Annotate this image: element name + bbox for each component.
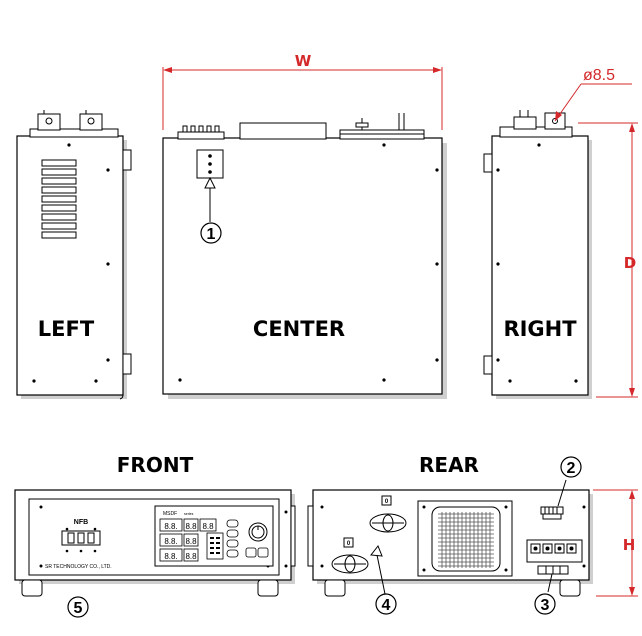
svg-text:5: 5 [74,600,83,617]
callout-3: 3 [534,593,556,615]
left-label: LEFT [38,317,95,341]
terminal-block [526,539,583,593]
signal-connector [540,479,567,520]
svg-text:8.8: 8.8 [185,522,197,531]
depth-dimension: D [578,122,638,398]
rear-switch-lower[interactable]: 0 [331,537,369,574]
svg-text:0: 0 [385,499,389,505]
width-label: W [295,52,312,70]
nfb-label: NFB [74,519,88,526]
svg-text:1: 1 [207,226,216,243]
right-view: RIGHT [483,110,592,399]
model-sub-label: series [184,512,194,516]
model-label: MSDF [163,511,177,517]
height-dimension: H [593,489,638,597]
depth-label: D [624,254,636,272]
callout-5: 5 [67,596,89,618]
control-knob[interactable] [248,522,268,542]
svg-text:8.8.: 8.8. [164,522,177,531]
width-dimension: W [162,52,443,130]
callout-2: 2 [560,456,582,478]
front-label: FRONT [117,453,194,477]
control-panel: MSDF series 8.8. 8.8 8.8 8.8. 8.8 8.8. 8… [154,505,274,567]
hole-label: ø8.5 [583,67,615,84]
panel-buttons[interactable] [226,519,269,558]
breaker-switch[interactable] [61,527,101,553]
callout-1: 1 [200,222,222,244]
svg-text:3: 3 [541,597,550,614]
height-label: H [623,536,636,554]
center-label: CENTER [253,317,345,341]
rear-label: REAR [419,453,479,477]
rear-switch-upper[interactable]: 0 [369,495,407,533]
svg-text:4: 4 [382,597,391,614]
svg-text:8.8.: 8.8. [164,537,177,546]
front-view: FRONT NFB SR TECHNOLOGY CO., LTD. MS [14,453,296,618]
hole-callout: ø8.5 [554,67,632,122]
cooling-fan [417,500,513,577]
left-view: LEFT [16,110,132,400]
center-view: CENTER [162,113,447,399]
svg-text:8.8: 8.8 [185,537,197,546]
right-label: RIGHT [503,317,577,341]
svg-text:2: 2 [567,460,576,477]
svg-text:0: 0 [347,541,351,547]
callout-4: 4 [375,593,397,615]
svg-text:8.8: 8.8 [185,552,197,561]
svg-text:8.8: 8.8 [202,522,214,531]
maker-label: SR TECHNOLOGY CO., LTD. [45,564,112,570]
vent-slots [41,159,77,239]
svg-text:8.8.: 8.8. [164,552,177,561]
rear-view: REAR [307,453,593,615]
